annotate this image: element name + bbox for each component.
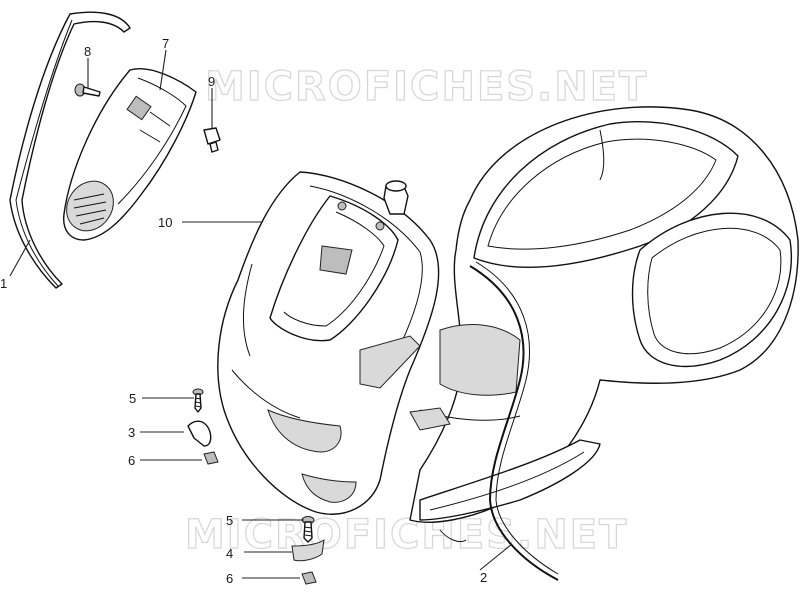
callout-6-upper: 6 [128,453,135,468]
callout-2: 2 [480,570,487,585]
callout-4: 4 [226,546,233,561]
frame-body [409,106,799,543]
callout-7: 7 [162,36,169,51]
callout-3: 3 [128,425,135,440]
watermark-top: MICROFICHES.NET [205,64,648,110]
callout-10: 10 [158,215,172,230]
part-1-trim-strip [9,11,131,289]
callout-5-upper: 5 [129,391,136,406]
part-3-clip [187,420,212,447]
callout-9: 9 [208,74,215,89]
part-5-screw-upper [192,388,204,413]
part-4-trim-piece [291,538,325,562]
part-7-horn-cover [63,68,197,241]
part-2-cable [469,261,559,581]
part-8-screw [74,83,101,97]
part-5-screw-lower [301,516,315,543]
leader-lines [9,49,513,579]
callout-6-lower: 6 [226,571,233,586]
watermark-bottom: MICROFICHES.NET [185,512,628,558]
callout-5-lower: 5 [226,513,233,528]
part-10-front-panel [217,171,440,515]
callout-8: 8 [84,44,91,59]
part-9-clip-nut [203,127,221,153]
callout-labels: 1 2 3 4 5 5 6 6 7 8 9 10 [0,36,487,586]
callout-1: 1 [0,276,7,291]
part-6-nut-upper [203,451,219,465]
part-6-nut-lower [301,571,317,585]
